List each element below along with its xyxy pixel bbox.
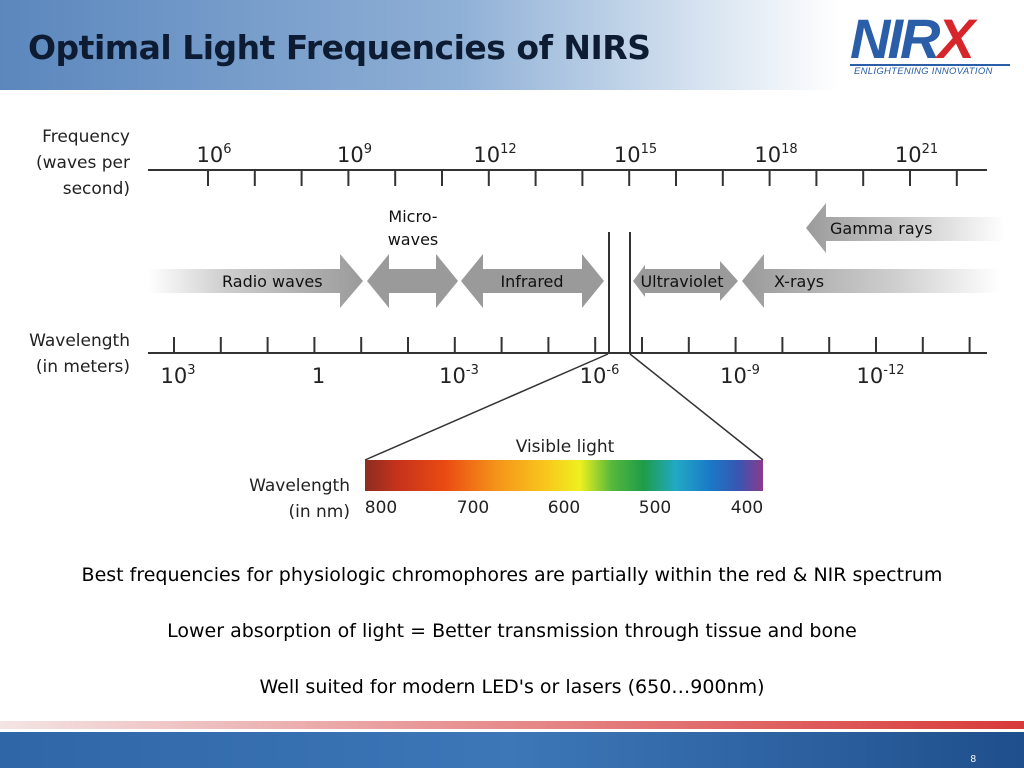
- wavelength-axis-tick-marks: [173, 337, 971, 353]
- frequency-axis-label-2: (waves per: [36, 153, 130, 173]
- logo-word-x: X: [937, 7, 974, 70]
- zoom-line-right: [629, 353, 764, 461]
- visible-tick-label: 700: [457, 498, 489, 518]
- visible-tick-label: 400: [731, 498, 763, 518]
- axis-tick-label: 1015: [614, 142, 657, 167]
- bullet-list: Best frequencies for physiologic chromop…: [0, 560, 1024, 728]
- header-banner: [0, 0, 1024, 90]
- logo-wordmark: NIRX: [850, 6, 975, 71]
- gamma-rays-arrow: [806, 203, 1005, 253]
- visible-tick-label: 800: [365, 498, 397, 518]
- visible-wavelength-label-2: (in nm): [288, 502, 350, 522]
- axis-tick-label: 1018: [754, 142, 797, 167]
- footer-bar: [0, 732, 1024, 768]
- visible-tick-label: 600: [548, 498, 580, 518]
- frequency-axis-tick-labels: 106 109 1012 1015 1018 1021: [196, 142, 938, 167]
- zoom-line-left: [364, 353, 609, 461]
- nirx-logo: NIRX ENLIGHTENING INNOVATION: [850, 6, 1010, 86]
- axis-tick-label: 109: [337, 142, 372, 167]
- bullet-item: Best frequencies for physiologic chromop…: [81, 564, 943, 586]
- frequency-axis-label-3: second): [63, 179, 130, 199]
- microwaves-label-1: Micro-: [388, 207, 437, 226]
- axis-tick-label: 106: [196, 142, 231, 167]
- wavelength-axis-label-1: Wavelength: [29, 331, 130, 351]
- gamma-rays-label: Gamma rays: [830, 219, 932, 238]
- axis-tick-label: 1021: [895, 142, 938, 167]
- axis-tick-label: 10-9: [720, 363, 760, 388]
- infrared-label: Infrared: [500, 272, 563, 291]
- bullet-item: Well suited for modern LED's or lasers (…: [259, 676, 765, 698]
- visible-tick-label: 500: [639, 498, 671, 518]
- wavelength-axis-label-2: (in meters): [36, 357, 130, 377]
- radio-waves-arrow: [148, 254, 363, 308]
- logo-tagline: ENLIGHTENING INNOVATION: [854, 66, 993, 77]
- axis-tick-label: 1012: [473, 142, 516, 167]
- microwaves-arrow: [367, 254, 458, 308]
- frequency-axis-label-1: Frequency: [42, 127, 130, 147]
- wavelength-axis-tick-labels: 103 1 10-3 10-6 10-9 10-12: [160, 363, 904, 388]
- visible-wavelength-label-1: Wavelength: [249, 476, 350, 496]
- logo-underline: [850, 64, 1010, 66]
- ultraviolet-label: Ultraviolet: [640, 272, 723, 291]
- microwaves-label-2: waves: [388, 230, 439, 249]
- visible-light-title: Visible light: [516, 437, 615, 457]
- bullet-item: Lower absorption of light = Better trans…: [167, 620, 857, 642]
- axis-tick-label: 10-12: [857, 363, 905, 388]
- axis-tick-label: 1: [312, 364, 325, 388]
- frequency-axis-tick-marks: [207, 170, 958, 186]
- axis-tick-label: 10-6: [580, 363, 620, 388]
- infrared-arrow: [461, 254, 604, 308]
- page-number: 8: [970, 754, 976, 765]
- page-title: Optimal Light Frequencies of NIRS: [28, 28, 651, 67]
- x-rays-label: X-rays: [774, 272, 824, 291]
- axis-tick-label: 10-3: [439, 363, 479, 388]
- footer-stripe: [0, 721, 1024, 729]
- visible-spectrum-bar: [365, 460, 763, 491]
- ultraviolet-arrow: [633, 261, 738, 301]
- axis-tick-label: 103: [160, 363, 195, 388]
- radio-waves-label: Radio waves: [222, 272, 323, 291]
- logo-word-main: NIR: [850, 7, 940, 70]
- x-rays-arrow: [742, 254, 1000, 308]
